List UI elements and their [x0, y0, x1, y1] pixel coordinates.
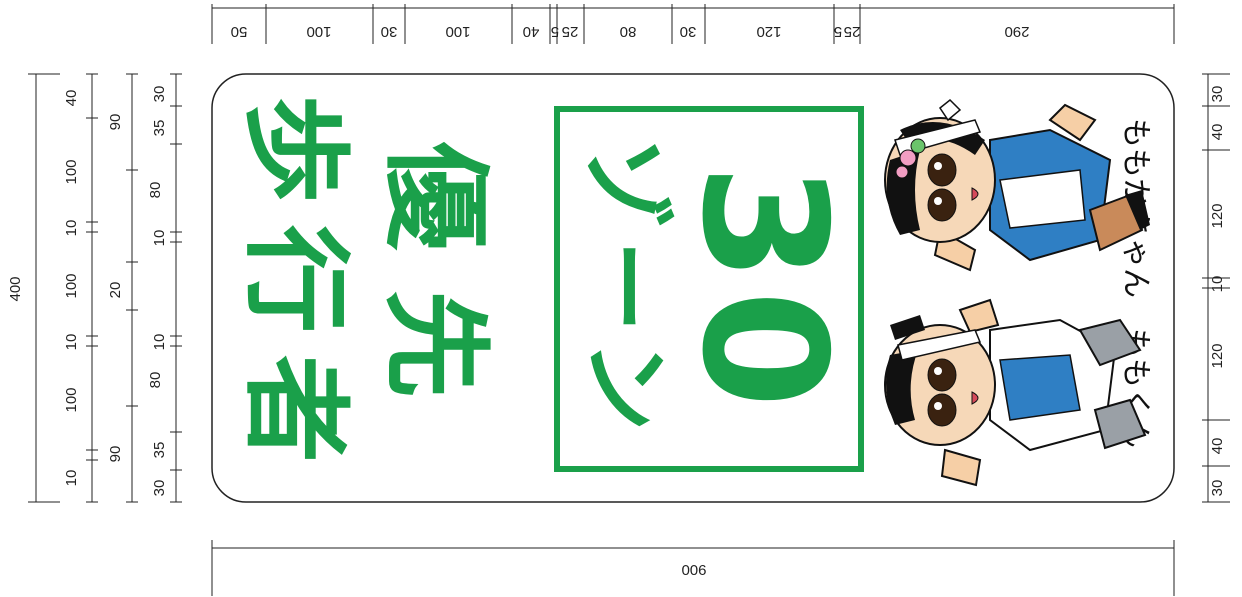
dim-l3-4: 35	[151, 442, 168, 459]
zone-frame	[554, 106, 864, 472]
sign-line-pedestrian: 歩行者	[232, 95, 357, 485]
dim-bottom-total: 900	[681, 561, 706, 578]
left-dimension-outer: 400	[7, 73, 60, 503]
dim-r-5: 40	[1209, 438, 1226, 455]
dim-top-3: 100	[445, 23, 470, 40]
character-momo-illustration	[884, 298, 1147, 487]
left-dimension-col-2: 90 80 20 80 90	[107, 73, 164, 503]
dim-l1-4: 10	[63, 334, 80, 351]
dim-l1-5: 100	[63, 387, 80, 412]
right-dimension-col: 30 40 120 10 120 40 30	[1202, 73, 1230, 503]
dim-l3-5: 30	[151, 480, 168, 497]
dim-l3-3: 10	[151, 334, 168, 351]
dim-top-4: 40	[523, 23, 540, 40]
left-dimension-col-3: 30 35 10 10 35 30	[151, 73, 182, 503]
character-momoka-illustration	[884, 98, 1150, 272]
sign-line-priority: 優先	[372, 141, 497, 438]
dim-top-9: 120	[756, 23, 781, 40]
dim-r-3: 10	[1209, 276, 1226, 293]
zone-number: 30	[664, 164, 862, 417]
dim-top-1: 100	[306, 23, 331, 40]
dim-l1-3: 100	[63, 273, 80, 298]
dim-l1-6: 10	[63, 470, 80, 487]
dim-top-6: 5	[551, 23, 559, 40]
zone-text: ゾーン	[572, 136, 679, 443]
dim-r-1: 40	[1209, 124, 1226, 141]
dim-l3-1: 35	[151, 120, 168, 137]
dim-r-6: 30	[1209, 480, 1226, 497]
bottom-dimension-row: 900	[211, 540, 1175, 596]
dim-l3-0: 30	[151, 86, 168, 103]
dim-r-0: 30	[1209, 86, 1226, 103]
dim-r-2: 120	[1209, 203, 1226, 228]
dim-left-total: 400	[7, 276, 24, 301]
top-dimension-row: 50 100 30 100 40 25 5 80 30 120 5 25 290	[211, 4, 1175, 44]
dim-l1-0: 40	[63, 90, 80, 107]
dim-top-11: 25	[844, 23, 861, 40]
dim-l3-2: 10	[151, 230, 168, 247]
dim-top-2: 30	[381, 23, 398, 40]
dim-l2-2: 20	[107, 282, 124, 299]
dim-top-10: 5	[834, 23, 842, 40]
dim-l1-1: 100	[63, 159, 80, 184]
left-dimension-col-1: 40 100 10 100 10 100 10	[63, 73, 98, 503]
dim-l2-1: 80	[147, 182, 164, 199]
dim-top-7: 80	[620, 23, 637, 40]
dim-top-5: 25	[562, 23, 579, 40]
dim-top-0: 50	[231, 23, 248, 40]
dim-top-8: 30	[680, 23, 697, 40]
dim-top-12: 290	[1004, 23, 1029, 40]
dim-l2-3: 80	[147, 372, 164, 389]
dim-l1-2: 10	[63, 220, 80, 237]
dim-r-4: 120	[1209, 343, 1226, 368]
dim-l2-0: 90	[107, 114, 124, 131]
dim-l2-4: 90	[107, 446, 124, 463]
